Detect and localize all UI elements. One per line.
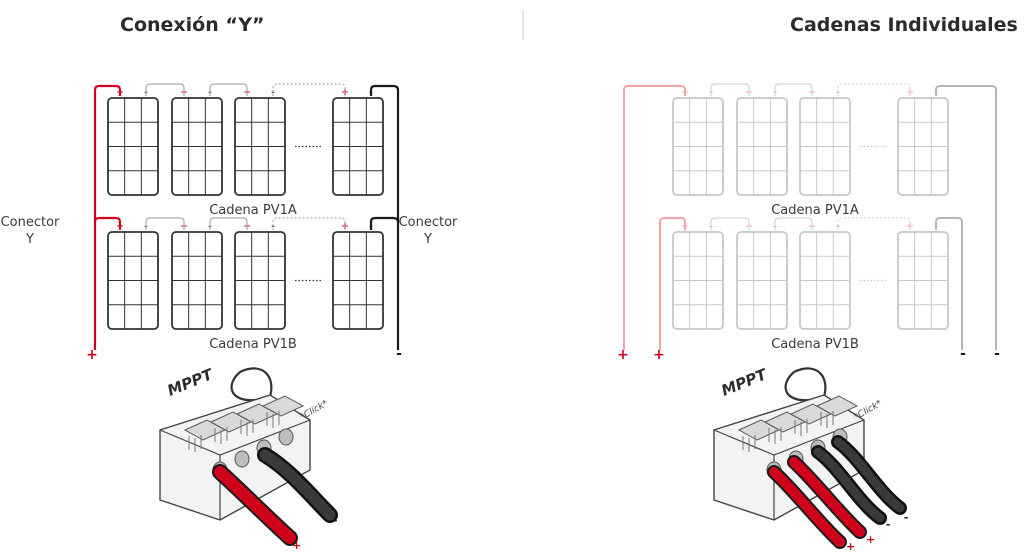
negative-wire-a [369, 84, 400, 350]
terminal-lever-ribs [768, 427, 782, 444]
left-mppt-label: MPPT [165, 365, 217, 400]
left-output-plus: + [86, 347, 98, 363]
pv-panel [332, 231, 384, 330]
right-cable-plus-1: + [846, 540, 855, 552]
pv-panel [897, 97, 949, 196]
pv-panel [234, 97, 286, 196]
right-string-a-label: Cadena PV1A [771, 203, 859, 218]
pv-panel [672, 231, 724, 330]
right-cable-minus-2: - [904, 511, 909, 524]
individual-strings-diagram: +-+-+-+-+-+-+-+- Cadena PV1A Cadena PV1B… [617, 83, 1000, 552]
positive-wire-a [93, 84, 122, 350]
right-mppt-terminal-block [713, 367, 907, 549]
curved-arrow [230, 371, 256, 402]
right-panel-array: +-+-+-+-+-+-+-+- [672, 88, 949, 330]
panel-jumper [272, 83, 346, 96]
left-mppt-terminal-block [159, 367, 338, 546]
terminal-hole [278, 428, 294, 446]
right-diagram-title: Cadenas Individuales [790, 14, 1018, 36]
negative-cable [833, 437, 905, 513]
pv-panel [234, 231, 286, 330]
curved-arrow [784, 371, 810, 402]
panel-jumper [837, 83, 911, 96]
left-string-a-label: Cadena PV1A [209, 203, 297, 218]
negative-wire-b [935, 217, 963, 350]
pv-panel [171, 231, 223, 330]
right-string-b-label: Cadena PV1B [771, 337, 859, 352]
negative-cable [813, 447, 885, 523]
pv-panel [897, 231, 949, 330]
terminal-hole [234, 450, 250, 468]
positive-cable [789, 457, 865, 537]
pv-panel [171, 97, 223, 196]
left-connector-label-line1: Conector [1, 215, 60, 230]
terminal-lever-ribs [188, 435, 202, 452]
terminal-lever-ribs [794, 419, 808, 436]
panel-jumper [774, 83, 813, 96]
pv-panel [799, 231, 851, 330]
panel-jumper [209, 83, 248, 96]
panel-minus-terminal: - [271, 88, 275, 98]
pv-panel [672, 97, 724, 196]
negative-cable [259, 449, 336, 521]
right-connector-label-line2: Y [423, 232, 432, 247]
positive-cable [769, 467, 845, 547]
left-cable-minus: - [333, 514, 338, 527]
left-click-label: *Click* [299, 398, 331, 422]
panel-jumper [272, 217, 346, 230]
panel-jumper [145, 83, 185, 96]
pv-panel [332, 97, 384, 196]
right-cable-plus-2: + [866, 533, 875, 546]
pv-panel [736, 231, 788, 330]
negative-wire-b [369, 216, 400, 230]
pv-panel [799, 97, 851, 196]
terminal-lever-ribs [240, 419, 254, 436]
positive-wire-b [659, 217, 686, 350]
y-connection-diagram: +-+-+-+-+-+-+-+- Cadena PV1A Cadena PV1B… [1, 83, 458, 552]
panel-jumper [209, 217, 248, 230]
right-output-plus-b: + [653, 347, 665, 363]
left-string-b-label: Cadena PV1B [209, 337, 297, 352]
right-output-minus-b: - [960, 346, 966, 362]
pv-panel [107, 97, 159, 196]
panel-jumper [710, 83, 750, 96]
panel-jumper [145, 217, 185, 230]
terminal-lever [815, 395, 859, 417]
left-cable-plus: + [292, 539, 301, 552]
panel-jumper [710, 217, 750, 230]
panel-minus-terminal: - [836, 88, 840, 98]
positive-wire-a [623, 85, 686, 350]
right-connector-label-line1: Conector [399, 215, 458, 230]
terminal-lever-ribs [266, 411, 280, 428]
right-output-minus-a: - [994, 346, 1000, 362]
negative-wire-a [935, 85, 997, 350]
left-diagram-title: Conexión “Y” [120, 14, 265, 36]
terminal-lever-ribs [214, 427, 228, 444]
terminal-lever-ribs [742, 435, 756, 452]
right-click-label: *Click* [853, 398, 885, 422]
panel-jumper [837, 217, 911, 230]
positive-wire-b [93, 216, 122, 230]
panel-minus-terminal: - [271, 222, 275, 232]
left-connector-label-line2: Y [25, 232, 34, 247]
right-output-plus-a: + [617, 347, 629, 363]
left-wiring [93, 83, 400, 350]
right-cable-minus-1: - [886, 518, 891, 531]
right-mppt-label: MPPT [719, 365, 771, 400]
terminal-lever [261, 395, 305, 417]
terminal-lever-ribs [820, 411, 834, 428]
left-output-minus: - [396, 346, 402, 362]
panel-jumper [774, 217, 813, 230]
panel-minus-terminal: - [836, 222, 840, 232]
pv-panel [107, 231, 159, 330]
positive-cable [214, 466, 296, 544]
pv-panel [736, 97, 788, 196]
right-wiring [623, 83, 997, 350]
